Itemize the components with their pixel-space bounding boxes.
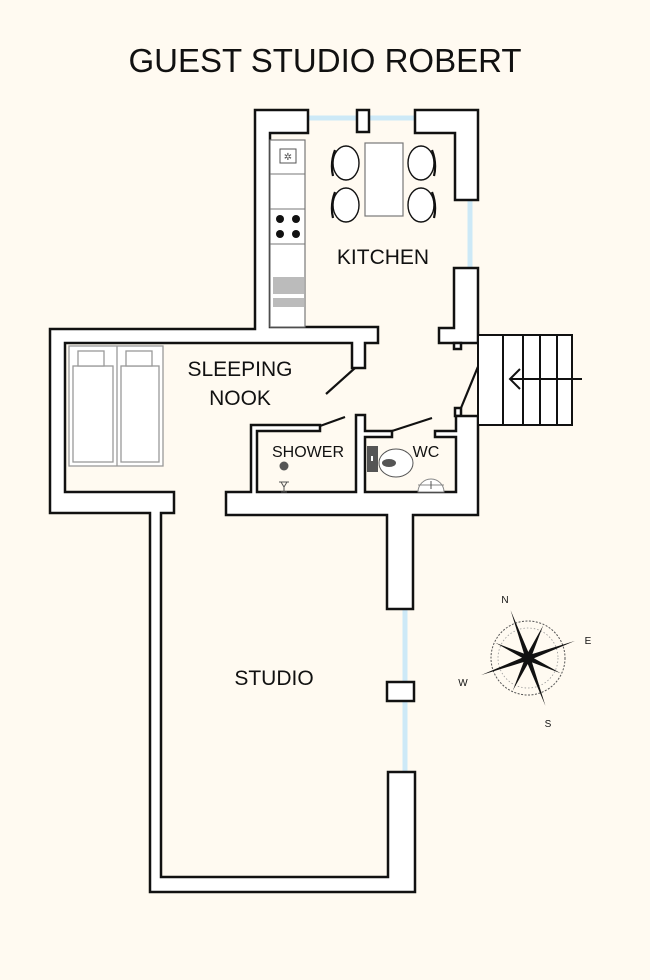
washbasin-icon [417, 478, 445, 493]
dining-table [364, 142, 404, 217]
sink-icon [273, 277, 304, 307]
shower-label: SHOWER [272, 444, 344, 461]
wc-door[interactable] [391, 416, 433, 433]
toilet-seat-icon [382, 459, 396, 467]
hob-icon [276, 215, 300, 238]
dining-chairs [330, 145, 437, 223]
kitchen-right-wall [437, 266, 480, 345]
window-mullion [355, 108, 371, 134]
toilet-flush-icon [371, 456, 373, 461]
sleeping-nook-door[interactable] [325, 367, 356, 395]
sleeping-nook-label-line2: NOOK [209, 387, 271, 410]
compass-south-label: S [545, 719, 552, 730]
studio-label: STUDIO [234, 667, 313, 690]
kitchen-label: KITCHEN [337, 246, 429, 269]
plan-title: GUEST STUDIO ROBERT [128, 42, 521, 79]
compass-east-label: E [585, 636, 592, 647]
compass-west-label: W [458, 678, 468, 689]
twin-beds [68, 345, 164, 467]
fridge-icon: ✲ [279, 148, 297, 164]
compass-rose-icon [481, 610, 575, 706]
entrance-arrow-icon [508, 368, 582, 390]
sleeping-nook-label-line1: SLEEPING [187, 358, 292, 381]
shower-drain-icon [279, 461, 289, 471]
svg-text:✲: ✲ [284, 152, 292, 163]
shower-door[interactable] [319, 415, 346, 428]
main-wall [48, 108, 417, 894]
bathroom-walls [224, 413, 480, 611]
wc-label: WC [413, 444, 440, 461]
studio-window-mullion [385, 680, 416, 703]
kitchen-corner-wall [413, 108, 480, 202]
shower-head-icon [279, 481, 289, 493]
compass-north-label: N [501, 595, 508, 606]
door-jamb [452, 341, 463, 351]
